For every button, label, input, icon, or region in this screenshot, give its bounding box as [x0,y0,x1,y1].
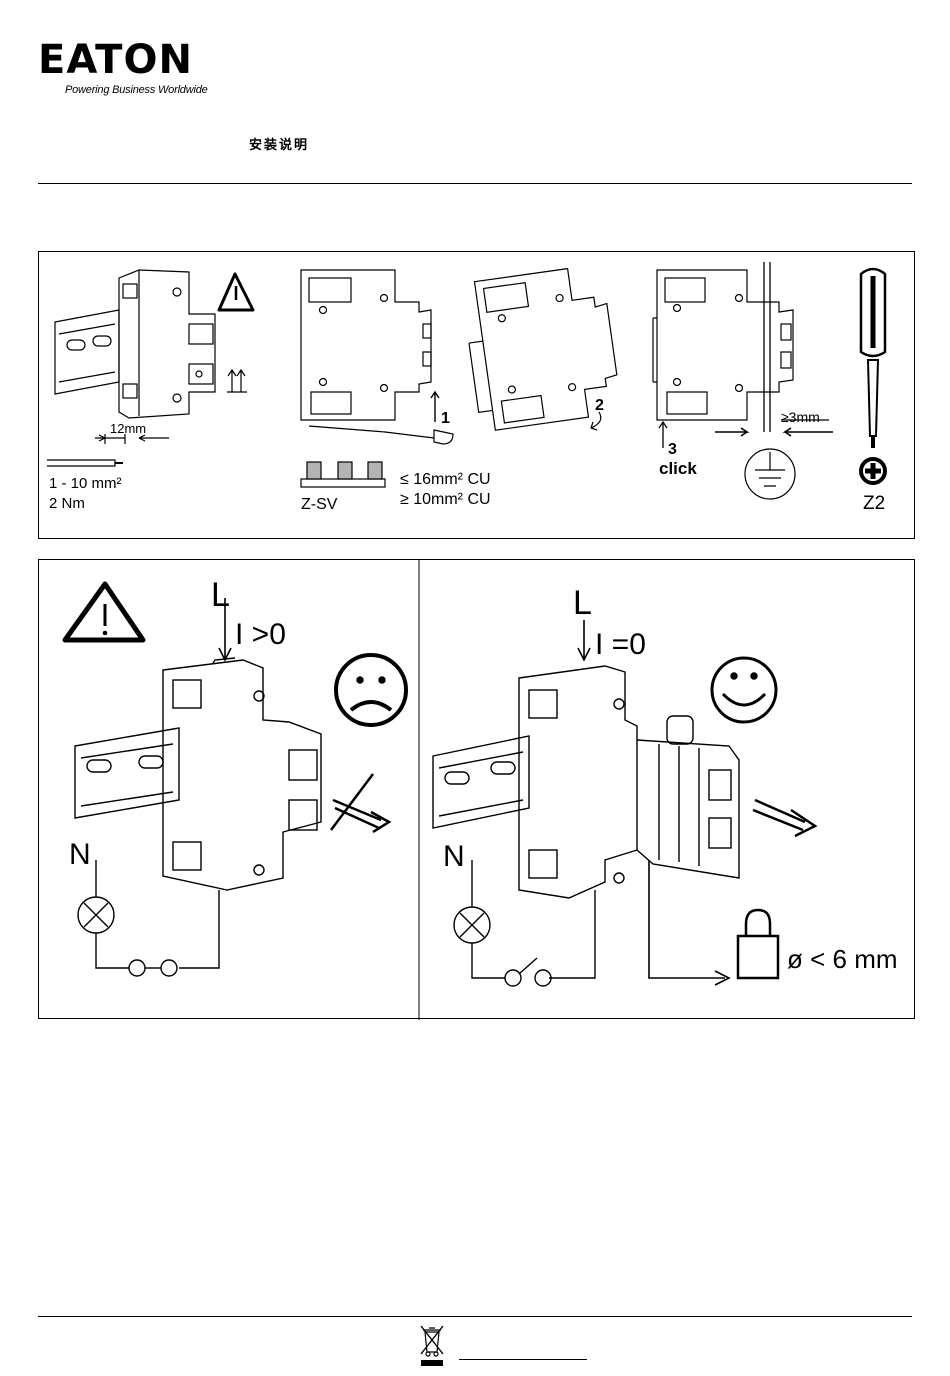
sad-face-icon [336,655,406,725]
torque-label: 2 Nm [49,495,85,512]
padlock-icon [738,910,778,978]
header-divider [38,183,912,184]
brand-tagline: Powering Business Worldwide [65,84,208,96]
device-on-rail-figure [55,270,215,418]
device-left-figure [75,658,321,890]
line-label-left: L [211,576,230,614]
document-title: 安装说明 [249,134,309,153]
screwdriver-tool [385,430,453,444]
busbar-name-label: Z-SV [301,496,338,513]
click-label: click [659,459,697,478]
cable-cross-section-label: 1 - 10 mm² [49,475,122,492]
mounting-illustration: 12mm 1 - 10 mm² 2 Nm 1 2 3 click Z-SV ≤ … [39,252,916,540]
cable-icon [47,460,115,466]
padlock-diameter-label: ø < 6 mm [787,944,898,974]
current-label-left: I >0 [235,618,286,651]
step-2-label: 2 [595,397,604,414]
strip-length-label: 12mm [110,421,146,436]
weee-bin-icon [418,1324,446,1368]
eaton-logo: EATON [38,40,193,80]
footer-divider [38,1316,912,1317]
device-busbar-figure [301,270,453,444]
screwdriver-size-label: Z2 [863,493,885,514]
neutral-label-left: N [69,838,91,871]
locking-illustration: L I >0 N L I =0 N ø < 6 mm [39,560,916,1020]
mounting-instructions-panel: 12mm 1 - 10 mm² 2 Nm 1 2 3 click Z-SV ≤ … [38,251,915,539]
up-arrows-icon [227,370,247,392]
screwdriver-icon [861,269,885,448]
step-1-label: 1 [441,410,450,427]
step-3-label: 3 [668,441,677,458]
footer-short-line [459,1359,587,1360]
current-label-right: I =0 [595,628,646,661]
device-rail-figure [653,262,793,432]
happy-face-icon [712,658,776,722]
locking-instructions-panel: L I >0 N L I =0 N ø < 6 mm [38,559,915,1019]
line-label-right: L [573,584,592,622]
device-right-figure [433,666,739,898]
gap-label: ≥3mm [781,409,820,425]
busbar-max-label: ≤ 16mm² CU [400,471,491,488]
busbar-min-label: ≥ 10mm² CU [400,491,491,508]
neutral-label-right: N [443,840,465,873]
